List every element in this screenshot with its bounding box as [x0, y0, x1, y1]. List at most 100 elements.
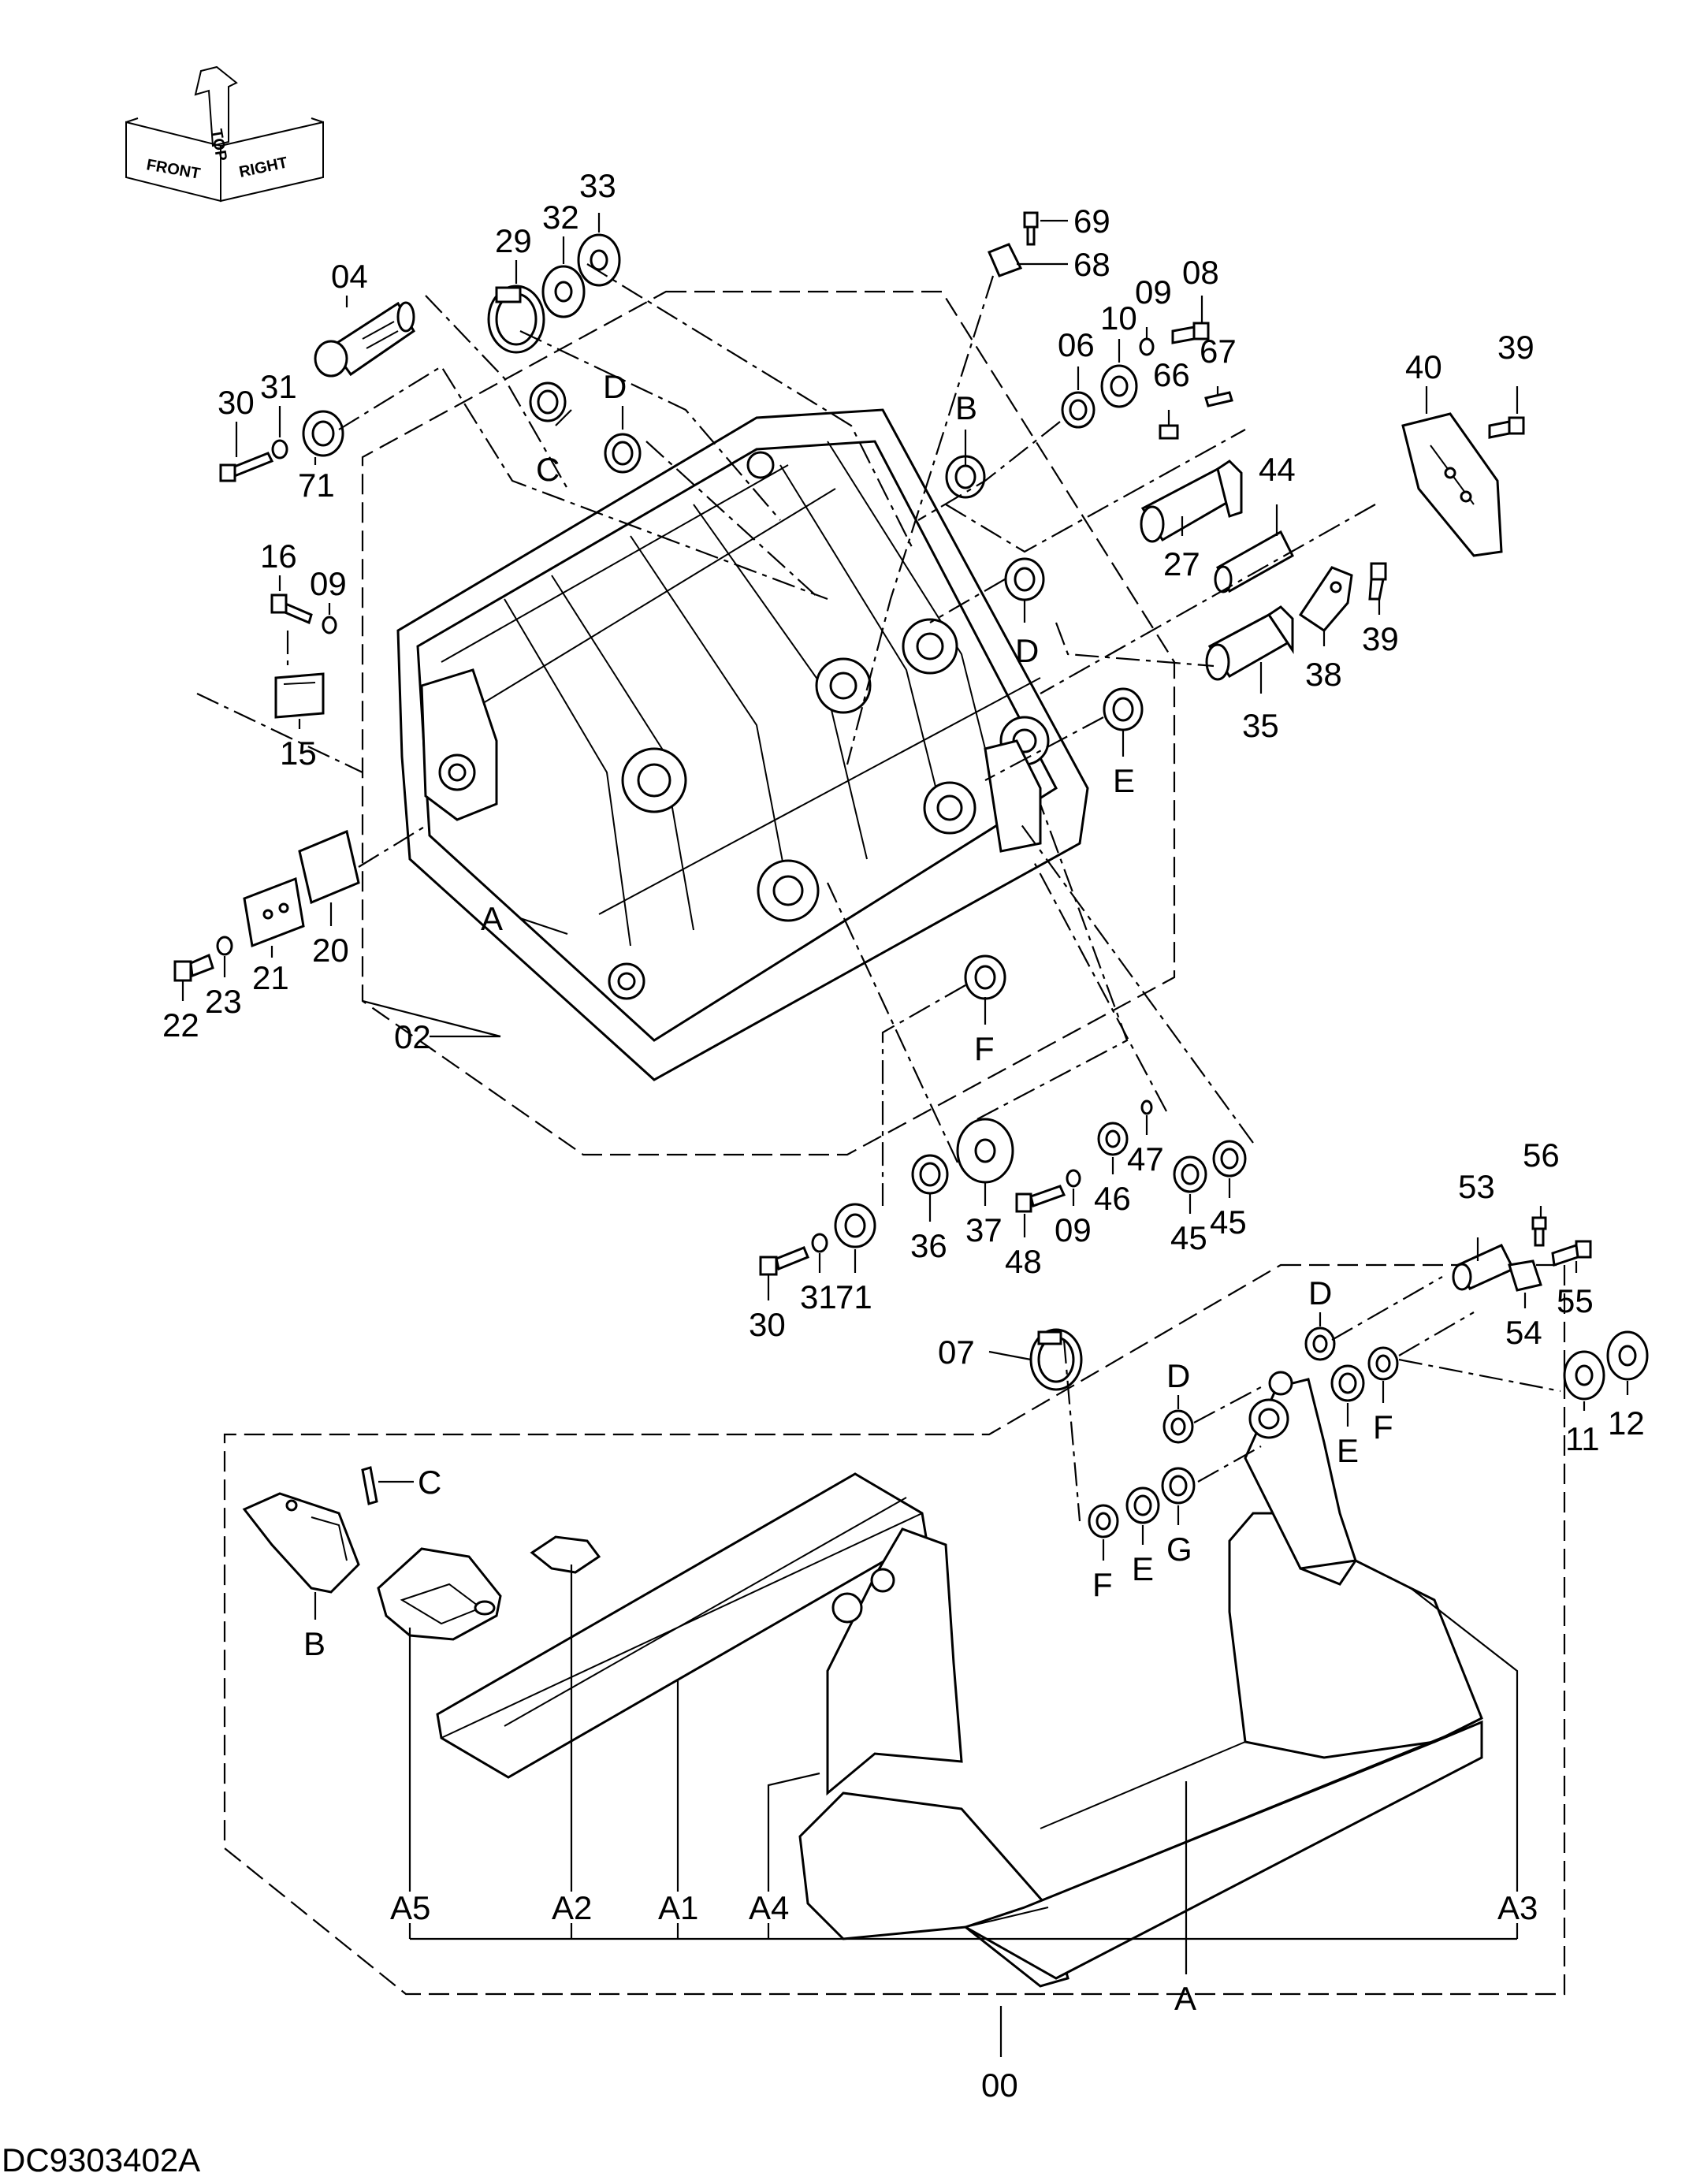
bolt-55 [1551, 1240, 1592, 1267]
tooth-adapter-b [242, 1492, 360, 1594]
ref-c-top: C [536, 451, 560, 488]
orientation-front-label: FRONT [145, 156, 202, 183]
callout-36: 36 [910, 1227, 947, 1264]
ref-a5: A5 [390, 1889, 430, 1926]
leader-lines [181, 213, 1629, 2057]
ref-a-top: A [481, 900, 503, 937]
ref-e-bottom1: E [1337, 1432, 1359, 1469]
ref-a4: A4 [749, 1889, 789, 1926]
callout-38: 38 [1305, 656, 1342, 693]
callout-22: 22 [162, 1006, 199, 1044]
ref-d-right: D [1015, 632, 1039, 669]
callout-47: 47 [1127, 1140, 1164, 1178]
ref-f-top: F [974, 1030, 995, 1067]
ref-a1: A1 [658, 1889, 698, 1926]
ref-d-bottom2: D [1166, 1357, 1190, 1394]
assembly-02-boundary [361, 290, 1176, 1156]
callout-15: 15 [280, 735, 317, 772]
ref-a2: A2 [552, 1889, 592, 1926]
plate-10 [1100, 364, 1138, 408]
spacer-46 [1097, 1122, 1129, 1156]
callout-32: 32 [542, 199, 579, 236]
bushing-d-top [604, 433, 642, 474]
bolt-30-bottom [759, 1246, 809, 1276]
callout-16: 16 [260, 538, 297, 575]
bushing-e-top [1103, 687, 1144, 731]
callout-55: 55 [1557, 1282, 1594, 1319]
callout-11: 11 [1565, 1420, 1600, 1457]
callout-23: 23 [205, 983, 242, 1020]
seal-06 [1061, 391, 1096, 429]
cutting-edge-a1 [436, 1472, 928, 1779]
bushing-f-top [964, 954, 1006, 1000]
washer-31-top [271, 439, 288, 459]
bolt-39-lower [1368, 562, 1387, 601]
callout-45-left: 45 [1170, 1219, 1207, 1256]
orientation-right-label: RIGHT [237, 154, 288, 180]
main-frame [396, 408, 1089, 1081]
callout-21: 21 [252, 959, 289, 996]
bracket-40 [1401, 412, 1503, 557]
callout-67: 67 [1200, 333, 1237, 370]
ref-b-top: B [955, 389, 977, 426]
bucket-body [798, 1371, 1483, 1988]
bushing-f-bottom-2 [1088, 1504, 1119, 1538]
assembly-00-boundary [223, 1263, 1566, 1996]
washer-11 [1563, 1350, 1605, 1401]
bushing-c-top [529, 381, 567, 422]
ref-d-top1: D [603, 368, 627, 405]
diagram-id: DC9303402A [2, 2141, 200, 2178]
callout-09-right: 09 [1135, 273, 1172, 311]
callout-44: 44 [1259, 451, 1296, 488]
callout-68: 68 [1073, 246, 1110, 283]
callout-66: 66 [1153, 356, 1190, 393]
bushing-71-top [302, 410, 344, 457]
ref-f-bottom2: F [1092, 1566, 1113, 1603]
callout-04: 04 [331, 258, 368, 295]
bushing-e-bottom-1 [1330, 1364, 1365, 1402]
washer-12 [1606, 1330, 1649, 1381]
ref-e-top: E [1113, 762, 1135, 799]
ref-f-bottom1: F [1373, 1408, 1393, 1445]
lock-plate-38 [1298, 566, 1353, 632]
pin-53 [1452, 1244, 1516, 1291]
washer-31-bottom [811, 1233, 828, 1253]
plate-54 [1508, 1259, 1542, 1292]
callout-09-left: 09 [310, 565, 347, 602]
ref-c-bottom: C [418, 1464, 441, 1501]
clamp-07 [1029, 1328, 1083, 1391]
plate-68 [988, 243, 1023, 277]
callout-71-bottom: 71 [835, 1278, 872, 1315]
bolt-39-upper [1488, 416, 1525, 439]
bolt-48 [1015, 1185, 1066, 1213]
callout-39-lower: 39 [1362, 620, 1399, 657]
callout-53: 53 [1458, 1168, 1495, 1205]
callout-37: 37 [965, 1211, 1003, 1248]
callout-31-top: 31 [260, 368, 297, 405]
callout-labels: 04 29 32 33 69 68 06 10 09 08 66 67 40 3… [162, 167, 1645, 2104]
screw-69 [1023, 211, 1039, 246]
side-cutter-a2 [530, 1535, 601, 1574]
washer-23 [216, 936, 233, 956]
bolt-30-top [219, 452, 274, 482]
washer-09-bottom [1066, 1169, 1081, 1188]
tooth-tip-a5 [377, 1547, 502, 1641]
dash-dot-connectors [196, 263, 1561, 1522]
ref-e-bottom2: E [1132, 1550, 1154, 1587]
bushing-g-bottom [1161, 1467, 1196, 1505]
callout-29: 29 [495, 222, 532, 259]
callout-48: 48 [1005, 1243, 1042, 1280]
pin-35 [1205, 605, 1294, 681]
callout-31-bottom: 31 [800, 1278, 837, 1315]
pin-44 [1214, 530, 1294, 593]
callout-56: 56 [1523, 1137, 1560, 1174]
bushing-d-bottom-1 [1304, 1326, 1336, 1361]
callout-27: 27 [1163, 545, 1200, 582]
washer-32 [541, 265, 586, 318]
callout-33: 33 [579, 167, 616, 204]
callout-54: 54 [1505, 1314, 1542, 1351]
callout-02: 02 [394, 1018, 431, 1055]
bracket-21 [243, 876, 305, 948]
callout-69: 69 [1073, 203, 1110, 240]
